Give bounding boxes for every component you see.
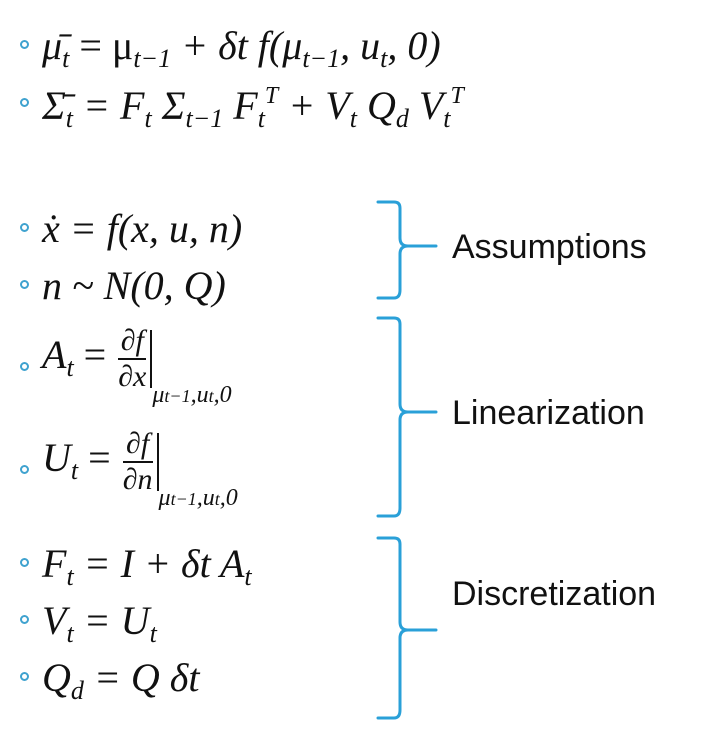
eq-sub: t <box>66 619 74 648</box>
evaluation-bar <box>150 330 153 388</box>
eq-sub: t−1 <box>185 104 224 133</box>
eq-part: = Q δt <box>83 655 200 700</box>
bullet-icon <box>20 362 29 371</box>
fraction-denominator: ∂n <box>122 463 153 496</box>
eq-part: = F <box>73 83 145 128</box>
bullet-icon <box>20 615 29 624</box>
bullet-icon <box>20 280 29 289</box>
eq-sup: T <box>264 83 279 109</box>
eval-part: μ <box>152 382 165 409</box>
eq-sub: t−1 <box>302 44 341 73</box>
eq-part: ẋ = f(x, u, n) <box>42 206 243 251</box>
eval-part: ,u <box>190 382 209 409</box>
eq-sub: t <box>144 104 152 133</box>
eq-sub: t <box>65 104 74 133</box>
eval-part: ,0 <box>219 485 238 512</box>
bullet-icon <box>20 558 29 567</box>
eq-part: Q <box>356 83 396 128</box>
eq-part: U <box>42 435 71 481</box>
eval-sub: t <box>214 489 220 510</box>
partial-fraction: ∂f∂x <box>118 326 147 393</box>
eq-part: = <box>73 332 117 378</box>
eq-part: , u <box>340 23 381 68</box>
eq-part: μ̄ <box>42 23 63 68</box>
eval-part: ,u <box>196 485 215 512</box>
eq-part: + δt f(μ <box>171 23 303 68</box>
bullet-icon <box>20 98 29 107</box>
eq-part: , 0) <box>387 23 441 68</box>
bullet-icon <box>20 40 29 49</box>
eq-part: = <box>78 435 121 481</box>
partial-fraction: ∂f∂n <box>122 429 153 496</box>
label-linearization: Linearization <box>452 394 645 432</box>
eval-part: μ <box>158 485 171 512</box>
eq-sub: d <box>70 676 84 705</box>
evaluation-bar <box>156 433 159 491</box>
eval-sub: t−1 <box>164 386 191 407</box>
eq-part: n ~ N(0, Q) <box>42 263 226 308</box>
eq-sub: t <box>62 44 70 73</box>
brace-assumptions-icon <box>376 200 438 300</box>
eval-sub: t <box>208 386 214 407</box>
eq-sub: d <box>395 104 409 133</box>
eq-part: + V <box>278 83 350 128</box>
fraction-numerator: ∂f <box>122 429 153 463</box>
bullet-icon <box>20 465 29 474</box>
bullet-icon <box>20 223 29 232</box>
eq-part: = U <box>73 598 150 643</box>
eq-part: = μ <box>69 23 134 68</box>
eq-sub: t <box>66 562 74 591</box>
fraction-denominator: ∂x <box>118 360 147 393</box>
eq-sub: t <box>70 456 79 486</box>
label-assumptions: Assumptions <box>452 228 647 266</box>
eq-part: V <box>42 598 67 643</box>
eq-sub: t <box>443 104 451 133</box>
eq-sub: t <box>257 104 265 133</box>
eq-sub: t <box>66 353 74 383</box>
eq-part: A <box>42 332 67 378</box>
eq-part: Σ <box>151 83 186 128</box>
fraction-numerator: ∂f <box>118 326 147 360</box>
eval-sub: t−1 <box>170 489 197 510</box>
label-discretization: Discretization <box>452 575 657 613</box>
eq-sub: t <box>349 104 357 133</box>
eq-sub: t <box>244 562 252 591</box>
eq-sup: T <box>450 83 464 109</box>
eq-part: F <box>223 83 258 128</box>
brace-discretization-icon <box>376 536 438 720</box>
eq-sub: t <box>380 44 388 73</box>
eq-part: Σ̄ <box>42 83 66 128</box>
eq-part: F <box>42 541 67 586</box>
evaluation-point: μt−1,ut,0 <box>152 382 231 408</box>
eq-sub: t−1 <box>133 44 172 73</box>
eq-part: V <box>408 83 444 128</box>
eq-sub: t <box>149 619 157 648</box>
bullet-icon <box>20 672 29 681</box>
brace-linearization-icon <box>376 316 438 518</box>
evaluation-point: μt−1,ut,0 <box>159 485 238 511</box>
eq-part: Q <box>42 655 71 700</box>
eq-part: = I + δt A <box>73 541 245 586</box>
eval-part: ,0 <box>213 382 232 409</box>
